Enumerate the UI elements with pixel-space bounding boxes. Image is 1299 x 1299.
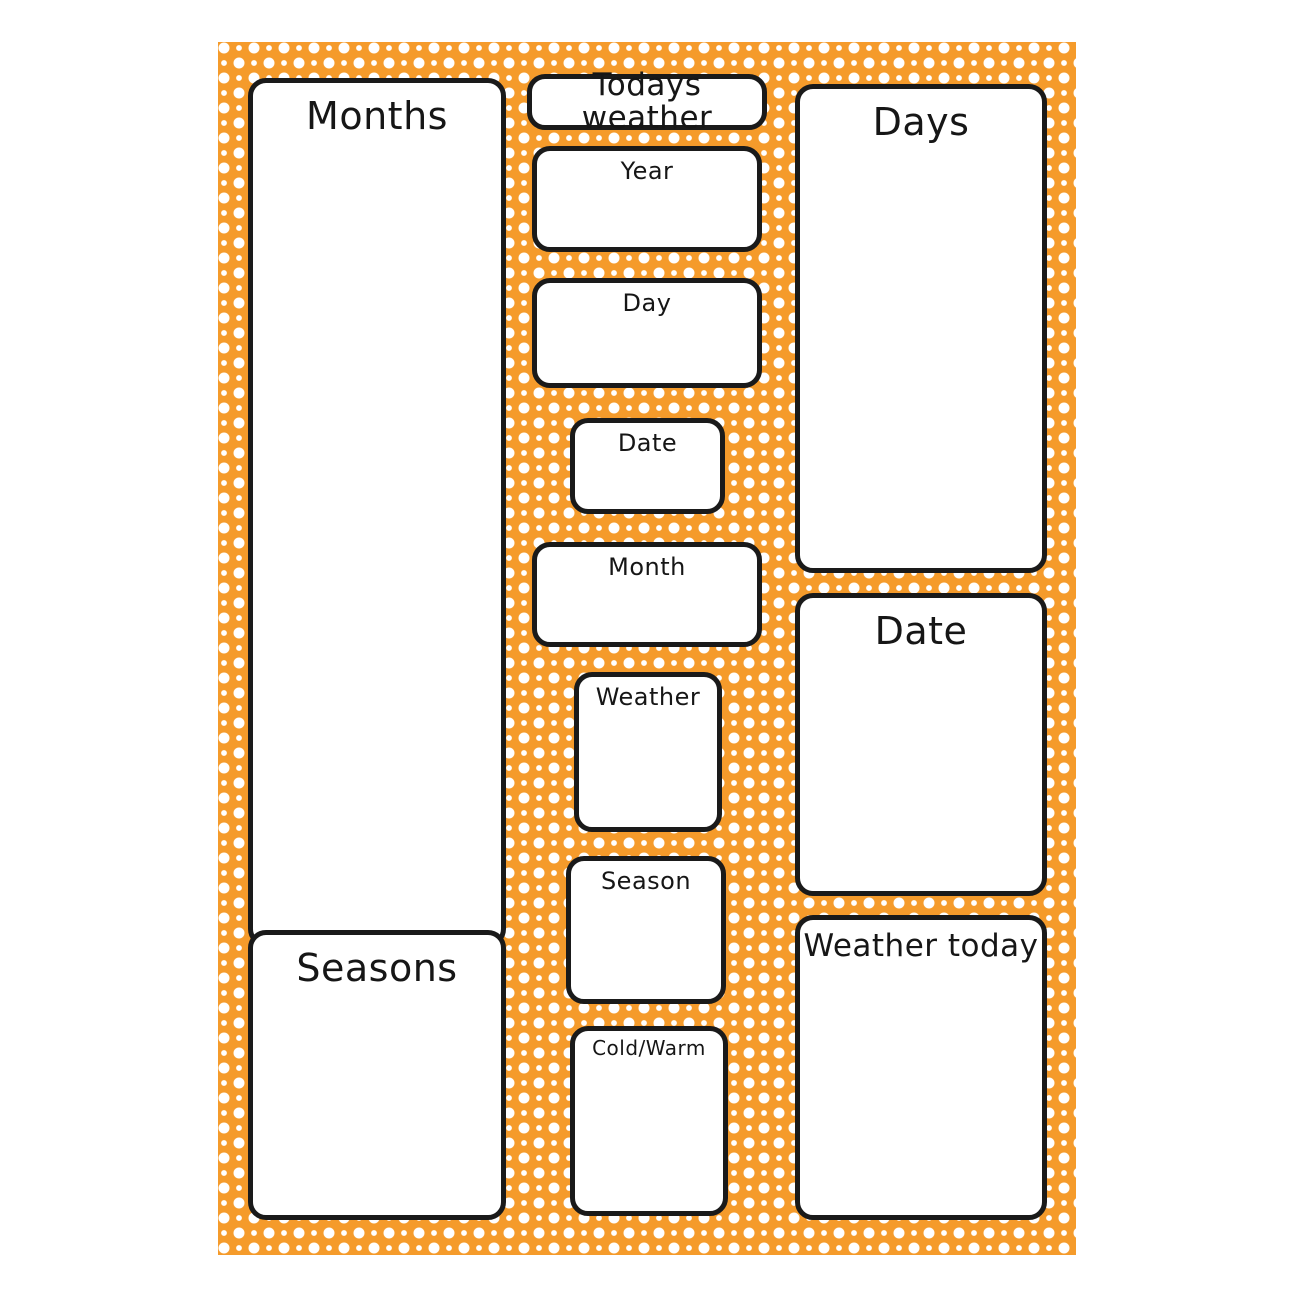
card-season[interactable]: Season [566,856,726,1004]
card-seasons-label: Seasons [296,946,458,990]
card-date-small-label: Date [617,429,678,457]
card-date[interactable]: Date [795,593,1047,896]
card-seasons[interactable]: Seasons [248,930,506,1220]
card-date-small[interactable]: Date [570,418,725,514]
card-days-label: Days [872,100,970,144]
card-day[interactable]: Day [532,278,762,388]
card-month-label: Month [608,553,686,581]
card-year-label: Year [620,157,674,185]
card-cold-warm[interactable]: Cold/Warm [570,1026,728,1216]
card-date-label: Date [874,609,968,653]
card-todays-weather-label: Todays weather [581,67,713,136]
card-weather-today-label: Weather today [803,928,1039,964]
card-cold-warm-label: Cold/Warm [592,1036,706,1060]
card-days[interactable]: Days [795,84,1047,573]
card-todays-weather[interactable]: Todays weather [527,69,767,134]
card-weather-label: Weather [595,683,701,711]
card-year[interactable]: Year [532,146,762,252]
card-weather[interactable]: Weather [574,672,722,832]
card-season-label: Season [600,867,692,895]
card-day-label: Day [622,289,672,317]
card-month[interactable]: Month [532,542,762,647]
card-months[interactable]: Months [248,78,506,947]
card-months-label: Months [306,94,448,138]
poster-board: Months Seasons Todays weather Year Day D… [218,42,1076,1255]
card-weather-today[interactable]: Weather today [795,915,1047,1220]
